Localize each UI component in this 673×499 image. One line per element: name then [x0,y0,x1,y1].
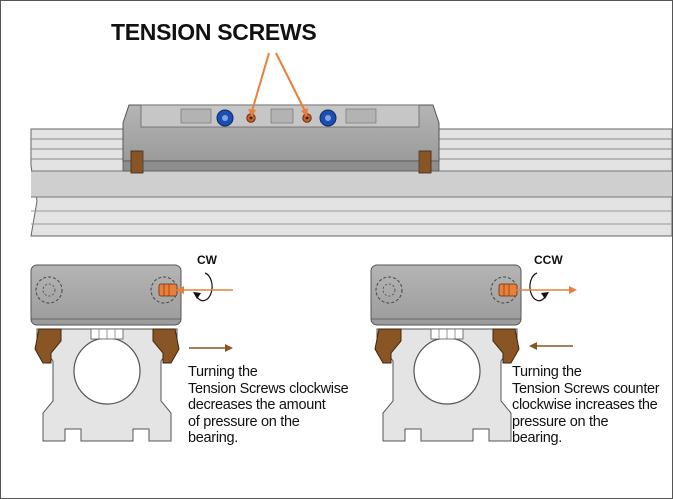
blue-screw-cap-left [216,109,234,127]
right-caption-line: Tension Screws counter [512,380,660,397]
left-caption-line: decreases the amount [188,397,326,413]
end-view-right [370,264,522,442]
blue-screw-cap-right [319,109,337,127]
pressure-arrow-left [189,344,233,352]
cw-rotation-arrow [176,272,233,302]
left-caption: Turning the Tension Screws clockwise dec… [188,364,349,447]
left-caption-line: of pressure on the [188,413,300,430]
end-view-left [30,264,182,442]
carriage-side-view [122,104,440,174]
end-screw-right [498,283,518,297]
right-caption: Turning the Tension Screws counter clock… [512,364,660,447]
right-caption-line: Turning the [512,364,582,380]
pressure-arrow-right [529,342,573,350]
diagram-title: TENSION SCREWS [111,19,317,45]
left-caption-line: Turning the [188,364,258,380]
right-caption-line: clockwise increases the [512,397,658,413]
ccw-rotation-arrow [516,272,577,302]
cw-label: CW [197,253,217,267]
tension-screw-right [302,113,312,123]
left-caption-line: Tension Screws clockwise [188,380,349,397]
end-screw-left [158,283,178,297]
left-caption-line: bearing. [188,430,238,446]
ccw-label: CCW [534,253,563,267]
title-pointer-arrows [248,52,308,117]
right-caption-line: bearing. [512,430,562,446]
tension-screw-left [246,113,256,123]
right-caption-line: pressure on the [512,413,609,430]
